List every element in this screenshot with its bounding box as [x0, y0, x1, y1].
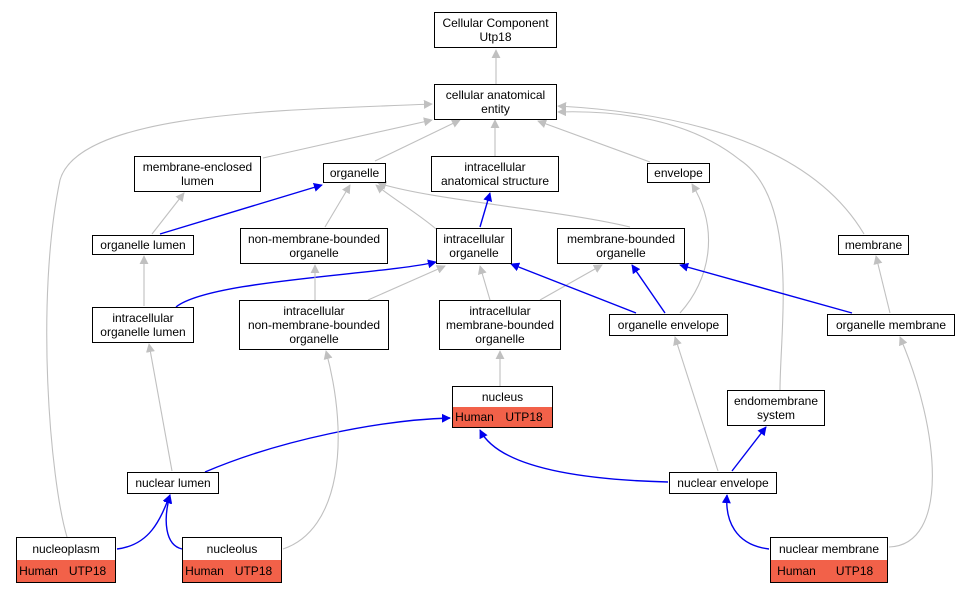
edge-part-of-nucleoplasm-to-nlumen — [116, 494, 172, 550]
term-node-nenv[interactable]: nuclear envelope — [669, 472, 777, 494]
edge-is-a-oenv-to-envelope — [679, 183, 710, 314]
term-label: endomembrane system — [733, 394, 819, 422]
term-label: intracellular organelle lumen — [100, 311, 186, 339]
species-cell: Human — [17, 560, 61, 582]
edge-is-a-ems-to-cae — [557, 107, 784, 391]
term-node-ems[interactable]: endomembrane system — [727, 390, 825, 426]
edge-is-a-olumen-to-mel — [151, 192, 185, 235]
species-cell: Human — [183, 560, 227, 582]
edge-is-a-envelope-to-cae — [537, 119, 651, 163]
term-label: nuclear envelope — [677, 476, 769, 490]
term-label: membrane-enclosed lumen — [142, 160, 253, 188]
edge-is-a-organelle-to-cae — [374, 119, 461, 162]
edge-part-of-nmem-to-nenv — [721, 494, 770, 550]
edge-is-a-inmbo-to-io — [367, 265, 446, 301]
edge-part-of-nenv-to-ems — [731, 426, 767, 472]
edge-is-a-nenv-to-oenv — [673, 336, 719, 472]
term-label: organelle — [329, 166, 380, 180]
gene-cell: UTP18 — [60, 560, 115, 582]
edge-is-a-nucleolus-to-inmbo — [282, 350, 339, 550]
term-label: intracellular membrane-bounded organelle — [445, 304, 555, 346]
term-label: nucleus — [453, 387, 552, 408]
term-label: membrane — [844, 238, 903, 252]
term-node-oenv[interactable]: organelle envelope — [609, 314, 728, 336]
edge-is-a-mbo-to-organelle — [377, 181, 631, 228]
term-node-inmbo[interactable]: intracellular non-membrane-bounded organ… — [239, 300, 389, 350]
term-label: organelle envelope — [617, 318, 720, 332]
term-label: organelle lumen — [100, 238, 186, 252]
term-node-iol[interactable]: intracellular organelle lumen — [92, 307, 194, 343]
edge-part-of-nlumen-to-nucleus — [204, 413, 451, 473]
term-label: cellular anatomical entity — [445, 88, 546, 116]
edge-part-of-olumen-to-organelle — [159, 183, 323, 235]
term-node-cae[interactable]: cellular anatomical entity — [434, 84, 557, 120]
term-label: envelope — [654, 166, 703, 180]
edge-part-of-nenv-to-nucleus — [479, 429, 669, 483]
term-node-olumen[interactable]: organelle lumen — [92, 235, 194, 255]
term-label: nuclear lumen — [135, 476, 211, 490]
edge-is-a-nmbo-to-organelle — [324, 184, 351, 228]
term-label: organelle membrane — [835, 318, 947, 332]
term-node-imbo[interactable]: intracellular membrane-bounded organelle — [439, 300, 561, 350]
species-cell: Human — [453, 407, 497, 427]
edge-part-of-nucleolus-to-nlumen — [163, 494, 183, 550]
term-label: nuclear membrane — [771, 538, 887, 561]
term-node-io[interactable]: intracellular organelle — [436, 228, 512, 264]
edge-is-a-nmem-to-omem — [888, 336, 933, 548]
edge-is-a-omem-to-membrane — [873, 255, 891, 314]
species-cell: Human — [771, 560, 823, 582]
term-node-omem[interactable]: organelle membrane — [827, 314, 955, 336]
gene-cell: UTP18 — [822, 560, 887, 582]
edge-is-a-imbo-to-mbo — [539, 264, 603, 301]
term-node-mbo[interactable]: membrane-bounded organelle — [557, 228, 685, 264]
edge-part-of-oenv-to-mbo — [631, 264, 666, 314]
term-node-root[interactable]: Cellular Component Utp18 — [434, 12, 557, 48]
edge-is-a-imbo-to-io — [477, 265, 491, 301]
edge-is-a-nlumen-to-iol — [146, 343, 173, 472]
edge-part-of-omem-to-mbo — [679, 262, 853, 314]
term-node-mel[interactable]: membrane-enclosed lumen — [134, 156, 261, 192]
edge-is-a-membrane-to-cae — [557, 101, 865, 235]
edge-is-a-nucleoplasm-to-cae — [46, 99, 433, 538]
term-label: Cellular Component Utp18 — [442, 16, 549, 44]
gene-cell: UTP18 — [226, 560, 281, 582]
edge-is-a-mel-to-cae — [262, 117, 433, 159]
edge-part-of-oenv-to-io — [510, 262, 637, 314]
edge-part-of-iol-to-io — [175, 259, 437, 308]
term-node-nmbo[interactable]: non-membrane-bounded organelle — [240, 228, 388, 264]
term-label: intracellular organelle — [443, 232, 505, 260]
term-label: non-membrane-bounded organelle — [247, 232, 381, 260]
edge-part-of-io-to-ias — [479, 192, 493, 228]
term-label: nucleoplasm — [17, 538, 115, 561]
term-label: nucleolus — [183, 538, 281, 561]
term-node-ias[interactable]: intracellular anatomical structure — [431, 156, 559, 192]
term-label: intracellular anatomical structure — [440, 160, 550, 188]
term-label: intracellular non-membrane-bounded organ… — [247, 304, 381, 346]
term-node-envelope[interactable]: envelope — [647, 163, 710, 183]
gene-cell: UTP18 — [496, 407, 552, 427]
term-node-organelle[interactable]: organelle — [323, 163, 386, 183]
term-node-membrane[interactable]: membrane — [838, 235, 909, 255]
term-node-nlumen[interactable]: nuclear lumen — [127, 472, 219, 494]
edge-is-a-io-to-organelle — [375, 184, 437, 230]
term-label: membrane-bounded organelle — [566, 232, 676, 260]
